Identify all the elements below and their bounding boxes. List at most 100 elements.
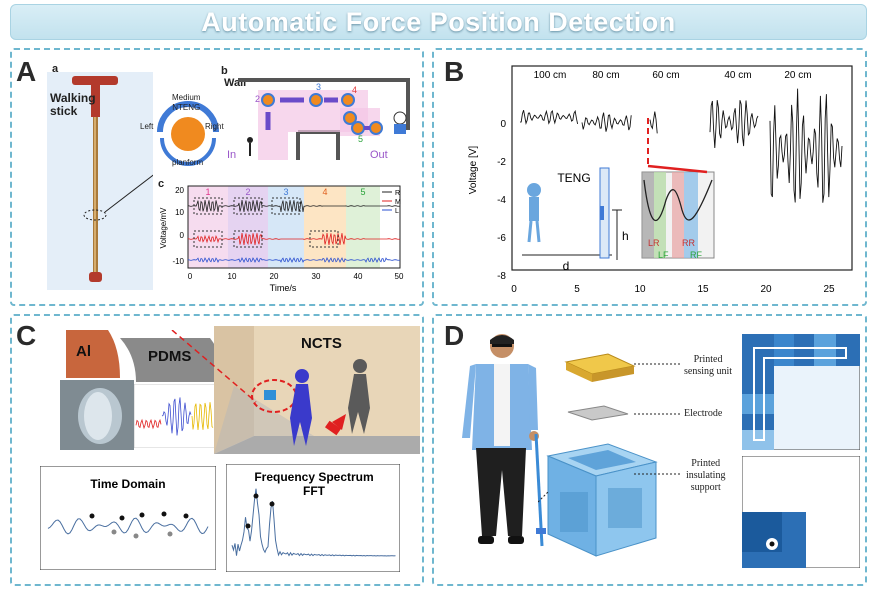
signal-c-red [135,418,162,430]
distance-80: 80 cm [592,70,619,81]
legend-m: M [395,199,401,206]
b-x-tick-10: 10 [634,284,646,295]
printed-insulating-support-label: Printed insulating support [686,458,726,493]
region-4-bg [304,186,346,268]
distance-40: 40 cm [724,70,751,81]
x-tick-0: 0 [188,272,193,281]
in-label: In [227,149,237,161]
chart-b-trace-1 [581,112,632,132]
dashed-box [233,230,263,248]
time-domain-peak [111,529,117,535]
inset-lf: LF [658,250,669,260]
printed-sensor-exploded-view [538,353,658,557]
path-num-2: 2 [255,94,261,104]
triboelectric-signal-plot [134,384,216,448]
ncts-label: NCTS [301,335,342,352]
b-y-tick-neg6: -6 [497,233,506,244]
insulating-support-top-view [742,456,860,568]
chart-c-trace-1 [187,232,401,246]
region-3-label: 3 [283,187,288,197]
region-2-label: 2 [245,187,250,197]
region-2-bg [228,186,268,268]
frequency-trace [231,488,396,557]
panel-d [432,314,867,586]
y-tick-20: 20 [175,186,184,195]
panel-c [10,314,424,586]
inset-rr: RR [682,238,695,248]
inset-rf: RF [690,250,702,260]
region-5-bg [346,186,380,268]
b-x-tick-25: 25 [823,284,835,295]
region-3-bg [268,186,304,268]
time-domain-peak [183,513,189,519]
panel-b [432,48,867,306]
region-1-bg [188,186,228,268]
fft-label: FFT [303,484,326,498]
red-dashed-connector [171,330,257,403]
panel-a [10,48,424,306]
time-domain-peak [133,533,139,539]
corridor-path-diagram [238,78,410,160]
walking-stick-label: Walking stick [50,91,96,118]
ncts-room-scene [214,326,420,454]
distance-d-label: d [563,259,570,273]
chart-c-trace-2 [187,257,401,263]
legend-l: L [395,208,399,215]
sensing-unit-top-view [742,334,860,450]
chart-c-xlabel: Time/s [270,283,297,293]
nteng-label: Medium NTENG [172,93,201,112]
frequency-peak [269,501,275,507]
legend-r: R [395,190,400,197]
chart-b-frame [511,65,853,271]
walking-stick-photo [47,72,166,290]
title-banner: Automatic Force Position Detection [10,4,867,40]
b-x-tick-20: 20 [760,284,772,295]
frequency-title: Frequency Spectrum [254,470,373,484]
printed-sensing-unit-label: Printed sensing unit [684,354,733,377]
label-leader-lines [634,363,682,475]
frequency-spectrum-plot: Frequency Spectrum FFT [226,464,400,572]
distance-60: 60 cm [652,70,679,81]
b-y-tick-0: 0 [500,119,506,130]
chart-b-trace-4 [769,88,843,203]
time-domain-peak [119,515,125,521]
nteng-left-label: Left [140,122,154,131]
flexible-film-photo [60,380,134,450]
dashed-box [193,197,223,215]
chart-c-trace-0 [187,199,401,213]
path-num-5: 5 [358,134,364,144]
path-num-3: 3 [316,82,322,92]
chart-b-trace-0 [519,109,579,125]
b-y-tick-neg2: -2 [497,157,506,168]
height-h-label: h [622,229,629,243]
x-tick-10: 10 [228,272,237,281]
dashed-box [193,230,223,248]
chart-b-ylabel: Voltage [V] [468,146,479,195]
panel-a-sub-c: c [158,178,165,190]
voltage-time-chart: 1 2 3 4 5 20 10 0 -10 0 10 20 30 40 50 T… [159,185,404,293]
al-pdms-layers [66,330,224,382]
region-4-label: 4 [322,187,327,197]
x-tick-40: 40 [354,272,363,281]
x-tick-20: 20 [270,272,279,281]
nteng-planform-label: planform [172,158,204,167]
y-tick-neg10: -10 [172,257,184,266]
teng-label: TENG [557,171,590,185]
dashed-box [309,230,339,248]
frequency-peak [245,523,251,529]
page-title: Automatic Force Position Detection [201,6,676,37]
chart-b-trace-2 [649,111,658,134]
time-domain-title: Time Domain [90,477,165,491]
electrode-label: Electrode [684,408,723,419]
walking-stick-icon [72,76,166,282]
time-domain-peak [139,512,145,518]
time-domain-plot: Time Domain [40,466,216,570]
man-with-cane-figure [462,334,546,547]
b-y-tick-neg4: -4 [497,195,506,206]
signal-c-blue [161,397,192,436]
panel-a-sub-a: a [52,63,59,75]
signal-c-yellow [191,402,214,431]
region-5-label: 5 [360,187,365,197]
chart-c-frame [187,185,401,269]
distance-20: 20 cm [784,70,811,81]
